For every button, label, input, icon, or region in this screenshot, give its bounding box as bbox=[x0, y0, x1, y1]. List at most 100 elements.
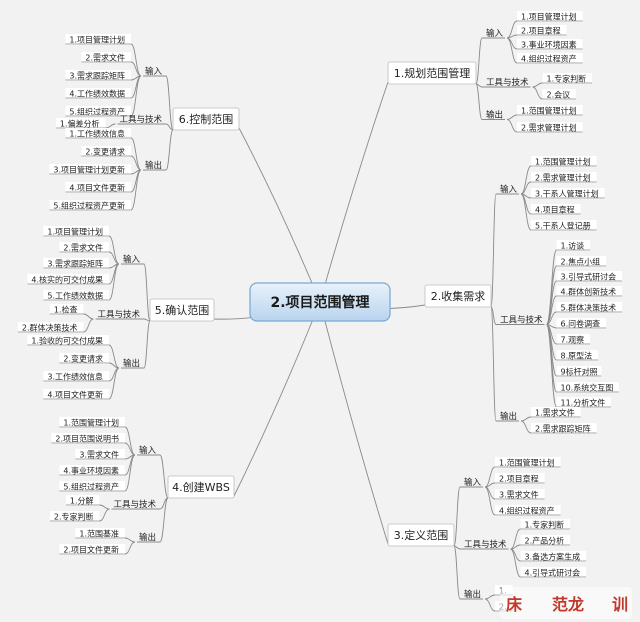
item-bg bbox=[75, 528, 125, 539]
item-node: 2.项目章程 bbox=[495, 473, 545, 484]
item-bg bbox=[517, 53, 583, 64]
item-bg bbox=[556, 256, 607, 267]
item-bg bbox=[531, 407, 581, 418]
item-label: 11.分析文件 bbox=[561, 398, 606, 408]
item-node: 5.组织过程资产 bbox=[59, 481, 125, 492]
connector-line bbox=[510, 528, 521, 550]
item-node: 2.焦点小组 bbox=[556, 256, 607, 267]
item-label: 2.需求跟踪矩阵 bbox=[535, 424, 591, 434]
connector-line bbox=[319, 81, 389, 303]
item-node: 10.系统交互图 bbox=[556, 382, 619, 393]
item-label: 1.范围管理计划 bbox=[535, 157, 591, 167]
group-label: 输入 bbox=[139, 445, 157, 456]
item-node: 3.需求跟踪矩阵 bbox=[43, 258, 109, 269]
connector-line bbox=[238, 127, 321, 303]
item-node: 1.范围管理计划 bbox=[517, 105, 583, 116]
connector-line bbox=[546, 249, 557, 325]
item-label: 2.变更请求 bbox=[85, 147, 125, 157]
item-label: 1.项目管理计划 bbox=[47, 227, 103, 237]
connector-line bbox=[130, 155, 142, 171]
item-label: 4.核实的可交付成果 bbox=[31, 275, 103, 285]
connector-line bbox=[484, 594, 496, 600]
connector-line bbox=[99, 508, 110, 522]
item-label: 5.工作绩效数据 bbox=[47, 291, 103, 301]
item-label: 3.需求跟踪矩阵 bbox=[47, 259, 103, 269]
item-node: 2.项目章程 bbox=[517, 25, 567, 36]
connector-line bbox=[83, 318, 94, 333]
nodes: 1.规划范围管理输入1.项目管理计划2.项目章程3.事业环境因素4.组织过程资产… bbox=[17, 11, 623, 612]
item-node: 1.访谈 bbox=[556, 240, 591, 251]
item-node: 7.观察 bbox=[556, 334, 591, 345]
connector-line bbox=[143, 320, 151, 369]
item-bg bbox=[43, 389, 109, 400]
connector-line bbox=[124, 541, 136, 555]
item-bg bbox=[556, 318, 607, 329]
item-label: 2.产品分析 bbox=[525, 536, 565, 546]
item-node: 1.范围管理计划 bbox=[495, 457, 561, 468]
item-bg bbox=[59, 481, 125, 492]
item-bg bbox=[43, 371, 109, 382]
item-node: 2.专家判断 bbox=[49, 511, 100, 522]
item-bg bbox=[517, 122, 583, 133]
connector-line bbox=[510, 544, 521, 550]
branch-wbs: 4.创建WBS bbox=[167, 475, 235, 499]
connector-line bbox=[108, 344, 120, 369]
item-label: 5.组织过程资产 bbox=[69, 107, 125, 117]
item-bg bbox=[59, 465, 125, 476]
item-bg bbox=[65, 88, 131, 99]
connector-line bbox=[484, 486, 496, 516]
item-node: 2.产品分析 bbox=[520, 535, 571, 546]
item-bg bbox=[556, 240, 591, 251]
connector-line bbox=[165, 123, 174, 131]
item-bg bbox=[43, 258, 109, 269]
item-bg bbox=[495, 473, 545, 484]
central-topic: 2.项目范围管理 bbox=[249, 282, 391, 322]
branch-box bbox=[387, 61, 477, 85]
item-label: 5.组织过程资产更新 bbox=[53, 201, 125, 211]
group-label: 输入 bbox=[145, 66, 163, 77]
branch-title: 3.定义范围 bbox=[394, 528, 449, 542]
branch-title: 2.收集需求 bbox=[431, 289, 486, 303]
item-node: 3.干系人管理计划 bbox=[531, 188, 605, 199]
connector-line bbox=[130, 43, 142, 77]
item-bg bbox=[27, 335, 109, 346]
item-label: 1.需求文件 bbox=[535, 408, 575, 418]
item-node: 1.项目管理计划 bbox=[43, 226, 109, 237]
branch-title: 6.控制范围 bbox=[179, 112, 234, 126]
item-node: 1.工作绩效信息 bbox=[65, 128, 131, 139]
item-label: 3.需求文件 bbox=[79, 450, 119, 460]
connector-line bbox=[506, 37, 518, 64]
item-node: 2.会议 bbox=[542, 89, 577, 100]
item-node: 5.工作绩效数据 bbox=[43, 290, 109, 301]
branch-title: 1.规划范围管理 bbox=[394, 66, 471, 80]
connector-line bbox=[546, 324, 557, 408]
item-label: 2.项目章程 bbox=[499, 474, 539, 484]
connector-line bbox=[506, 114, 518, 120]
connector-line bbox=[520, 165, 532, 195]
central-title: 2.项目范围管理 bbox=[270, 294, 369, 311]
item-node: 8.原型法 bbox=[556, 350, 599, 361]
item-node: 1.范围管理计划 bbox=[531, 156, 597, 167]
item-label: 7.观察 bbox=[561, 335, 585, 345]
item-bg bbox=[531, 204, 581, 215]
item-label: 4.项目文件更新 bbox=[69, 183, 125, 193]
item-node: 2.群体决策技术 bbox=[17, 322, 84, 333]
connector-line bbox=[453, 545, 461, 600]
item-bg bbox=[55, 118, 106, 129]
item-node: 1.项目管理计划 bbox=[517, 11, 583, 22]
connector-line bbox=[143, 263, 151, 322]
item-label: 2.变更请求 bbox=[63, 354, 103, 364]
item-bg bbox=[531, 156, 597, 167]
item-node: 4.组织过程资产 bbox=[517, 53, 583, 64]
group-label: 输入 bbox=[486, 28, 504, 39]
item-label: 3.需求文件 bbox=[499, 490, 539, 500]
item-label: 1.范围管理计划 bbox=[63, 418, 119, 428]
connector-line bbox=[124, 537, 136, 543]
item-label: 5.群体决策技术 bbox=[561, 303, 617, 313]
item-label: 2.专家判断 bbox=[54, 512, 94, 522]
item-node: 2.需求管理计划 bbox=[531, 172, 597, 183]
branch-box bbox=[149, 298, 215, 322]
branch-box bbox=[424, 284, 492, 308]
item-bg bbox=[49, 164, 131, 175]
item-label: 1.专家判断 bbox=[547, 74, 587, 84]
